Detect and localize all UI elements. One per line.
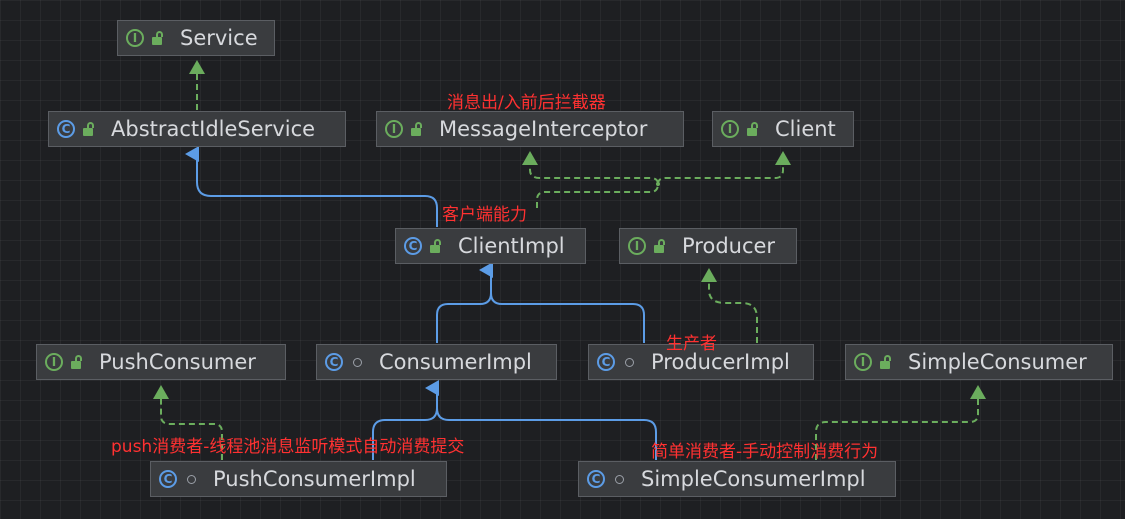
node-label: ProducerImpl (651, 350, 790, 374)
package-private-icon (621, 354, 637, 370)
implements-arrowhead (701, 268, 717, 282)
class-icon: C (57, 120, 75, 138)
edge-simpleconsumerimpl-simpleconsumer (815, 398, 979, 460)
node-label: Producer (682, 234, 776, 258)
node-label: MessageInterceptor (439, 117, 648, 141)
lock-icon (150, 30, 166, 46)
lock-icon (745, 121, 761, 137)
class-icon: C (404, 237, 422, 255)
lock-icon (81, 121, 97, 137)
implements-arrowhead (153, 385, 169, 399)
interface-icon: I (721, 120, 739, 138)
lock-icon (652, 238, 668, 254)
note-producer: 生产者 (666, 334, 717, 354)
edge-producerimpl-clientimpl (490, 292, 645, 343)
node-service[interactable]: I Service (117, 20, 275, 56)
interface-icon: I (628, 237, 646, 255)
lock-icon (428, 238, 444, 254)
node-client-impl[interactable]: C ClientImpl (395, 228, 586, 264)
package-private-icon (611, 471, 627, 487)
interface-icon: I (854, 353, 872, 371)
note-interceptor: 消息出/入前后拦截器 (447, 93, 606, 113)
node-simple-consumer-impl[interactable]: C SimpleConsumerImpl (578, 461, 896, 497)
edge-consumerimpl-clientimpl (436, 262, 493, 343)
node-label: Client (775, 117, 836, 141)
node-label: ClientImpl (458, 234, 565, 258)
node-simple-consumer[interactable]: I SimpleConsumer (845, 344, 1113, 380)
edge-pushconsumerimpl-consumerimpl (372, 380, 439, 460)
interface-icon: I (385, 120, 403, 138)
implements-arrowhead (522, 151, 538, 165)
note-simple-consumer: 简单消费者-手动控制消费行为 (651, 442, 879, 462)
lock-icon (878, 354, 894, 370)
node-message-interceptor[interactable]: I MessageInterceptor (376, 111, 684, 147)
class-icon: C (325, 353, 343, 371)
package-private-icon (183, 471, 199, 487)
lock-icon (409, 121, 425, 137)
note-push-consumer: push消费者-线程池消息监听模式自动消费提交 (111, 437, 465, 457)
node-client[interactable]: I Client (712, 111, 854, 147)
class-icon: C (159, 470, 177, 488)
class-icon: C (597, 353, 615, 371)
implements-arrowhead (970, 385, 986, 399)
node-label: ConsumerImpl (379, 350, 532, 374)
edge-clientimpl-client (657, 164, 784, 185)
node-abstract-idle-service[interactable]: C AbstractIdleService (48, 111, 346, 147)
interface-icon: I (126, 29, 144, 47)
edge-simpleconsumerimpl-consumerimpl (436, 407, 657, 460)
interface-icon: I (45, 353, 63, 371)
lock-icon (69, 354, 85, 370)
edge-clientimpl-abstractidleservice (185, 146, 438, 227)
node-push-consumer-impl[interactable]: C PushConsumerImpl (150, 461, 447, 497)
package-private-icon (349, 354, 365, 370)
node-producer[interactable]: I Producer (619, 228, 797, 264)
implements-arrowhead (189, 60, 205, 74)
implements-arrowhead (775, 151, 791, 165)
node-label: PushConsumer (99, 350, 256, 374)
node-label: PushConsumerImpl (213, 467, 416, 491)
node-label: SimpleConsumer (908, 350, 1087, 374)
node-consumer-impl[interactable]: C ConsumerImpl (316, 344, 557, 380)
node-label: AbstractIdleService (111, 117, 316, 141)
node-producer-impl[interactable]: C ProducerImpl (588, 344, 814, 380)
edge-clientimpl-messageinterceptor (529, 164, 660, 208)
edge-pushconsumerimpl-pushconsumer (160, 398, 223, 460)
node-push-consumer[interactable]: I PushConsumer (36, 344, 286, 380)
edge-junction (656, 182, 660, 186)
note-client-impl: 客户端能力 (442, 205, 527, 225)
class-icon: C (587, 470, 605, 488)
node-label: SimpleConsumerImpl (641, 467, 866, 491)
node-label: Service (180, 26, 258, 50)
edge-producerimpl-producer (708, 282, 758, 343)
